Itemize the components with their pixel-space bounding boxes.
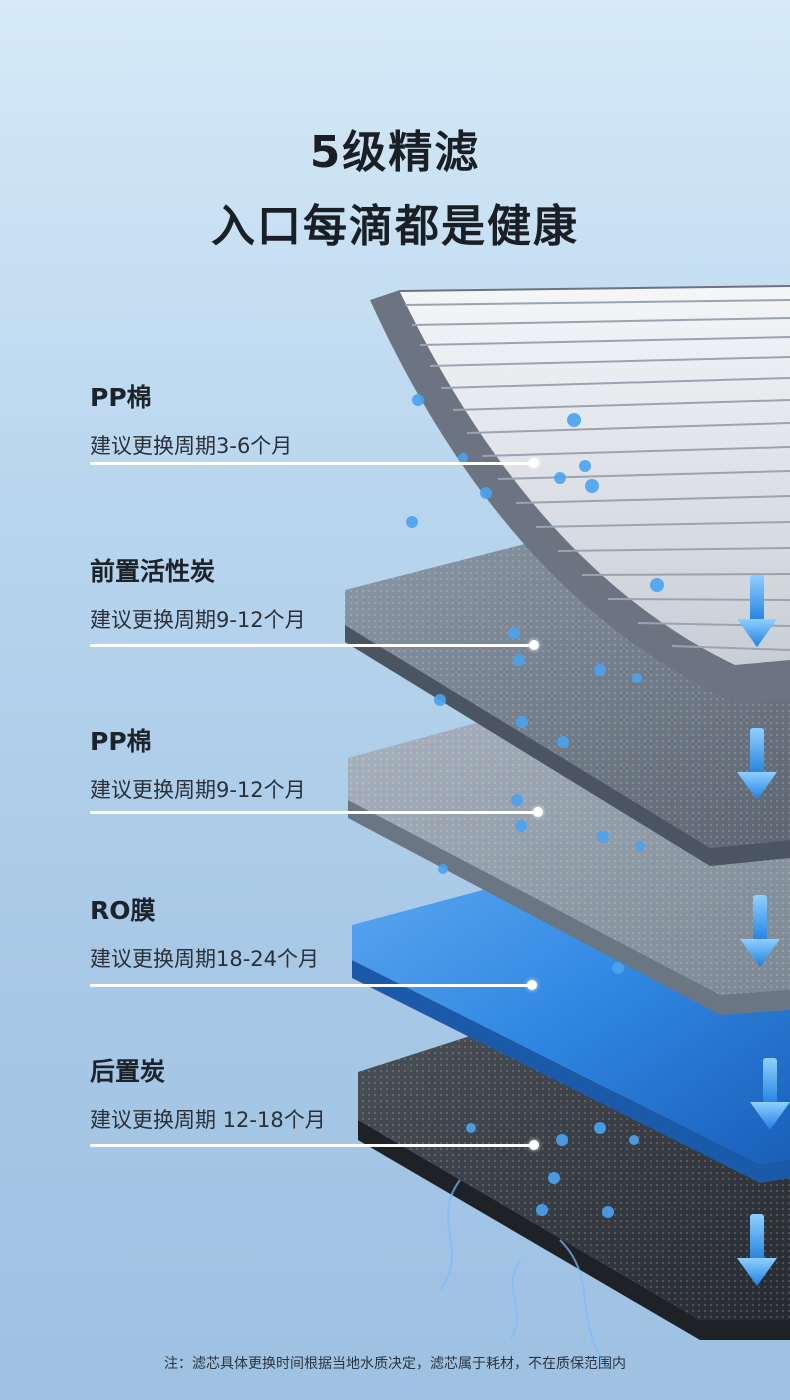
leader-dot-1 [529, 458, 539, 468]
leader-line-4 [90, 984, 530, 987]
layer-name: PP棉 [90, 383, 152, 412]
layer-label-2: 前置活性炭 建议更换周期9-12个月 [90, 552, 306, 634]
layer-label-4: RO膜 建议更换周期18-24个月 [90, 891, 319, 973]
layer-name: PP棉 [90, 727, 152, 756]
water-droplets [406, 394, 664, 1218]
leader-dot-5 [529, 1140, 539, 1150]
layer-name: 前置活性炭 [90, 557, 216, 586]
post-carbon-layer [358, 1036, 790, 1340]
leader-dot-2 [529, 640, 539, 650]
leader-line-5 [90, 1144, 530, 1147]
layer-name: 后置炭 [90, 1057, 166, 1086]
leader-line-2 [90, 644, 530, 647]
layer-label-1: PP棉 建议更换周期3-6个月 [90, 378, 292, 460]
layer-name: RO膜 [90, 896, 156, 925]
leader-dot-3 [533, 807, 543, 817]
flow-arrow-icons [737, 575, 790, 1286]
layer-desc: 建议更换周期9-12个月 [90, 778, 306, 802]
leader-line-3 [90, 811, 535, 814]
footnote: 注：滤芯具体更换时间根据当地水质决定，滤芯属于耗材，不在质保范围内 [164, 1356, 626, 1372]
pleated-pp-layer [370, 285, 790, 700]
leader-line-1 [90, 462, 530, 465]
layer-desc: 建议更换周期18-24个月 [90, 947, 320, 971]
water-splash [439, 1179, 611, 1371]
page-title-line2: 入口每滴都是健康 [211, 201, 579, 252]
layer-desc: 建议更换周期3-6个月 [90, 434, 293, 458]
layer-desc: 建议更换周期9-12个月 [90, 608, 306, 632]
page-title-line1: 5级精滤 [309, 127, 481, 178]
layer-label-3: PP棉 建议更换周期9-12个月 [90, 722, 306, 804]
layer-desc: 建议更换周期 12-18个月 [90, 1108, 326, 1132]
leader-dot-4 [527, 980, 537, 990]
layer-label-5: 后置炭 建议更换周期 12-18个月 [90, 1052, 326, 1134]
